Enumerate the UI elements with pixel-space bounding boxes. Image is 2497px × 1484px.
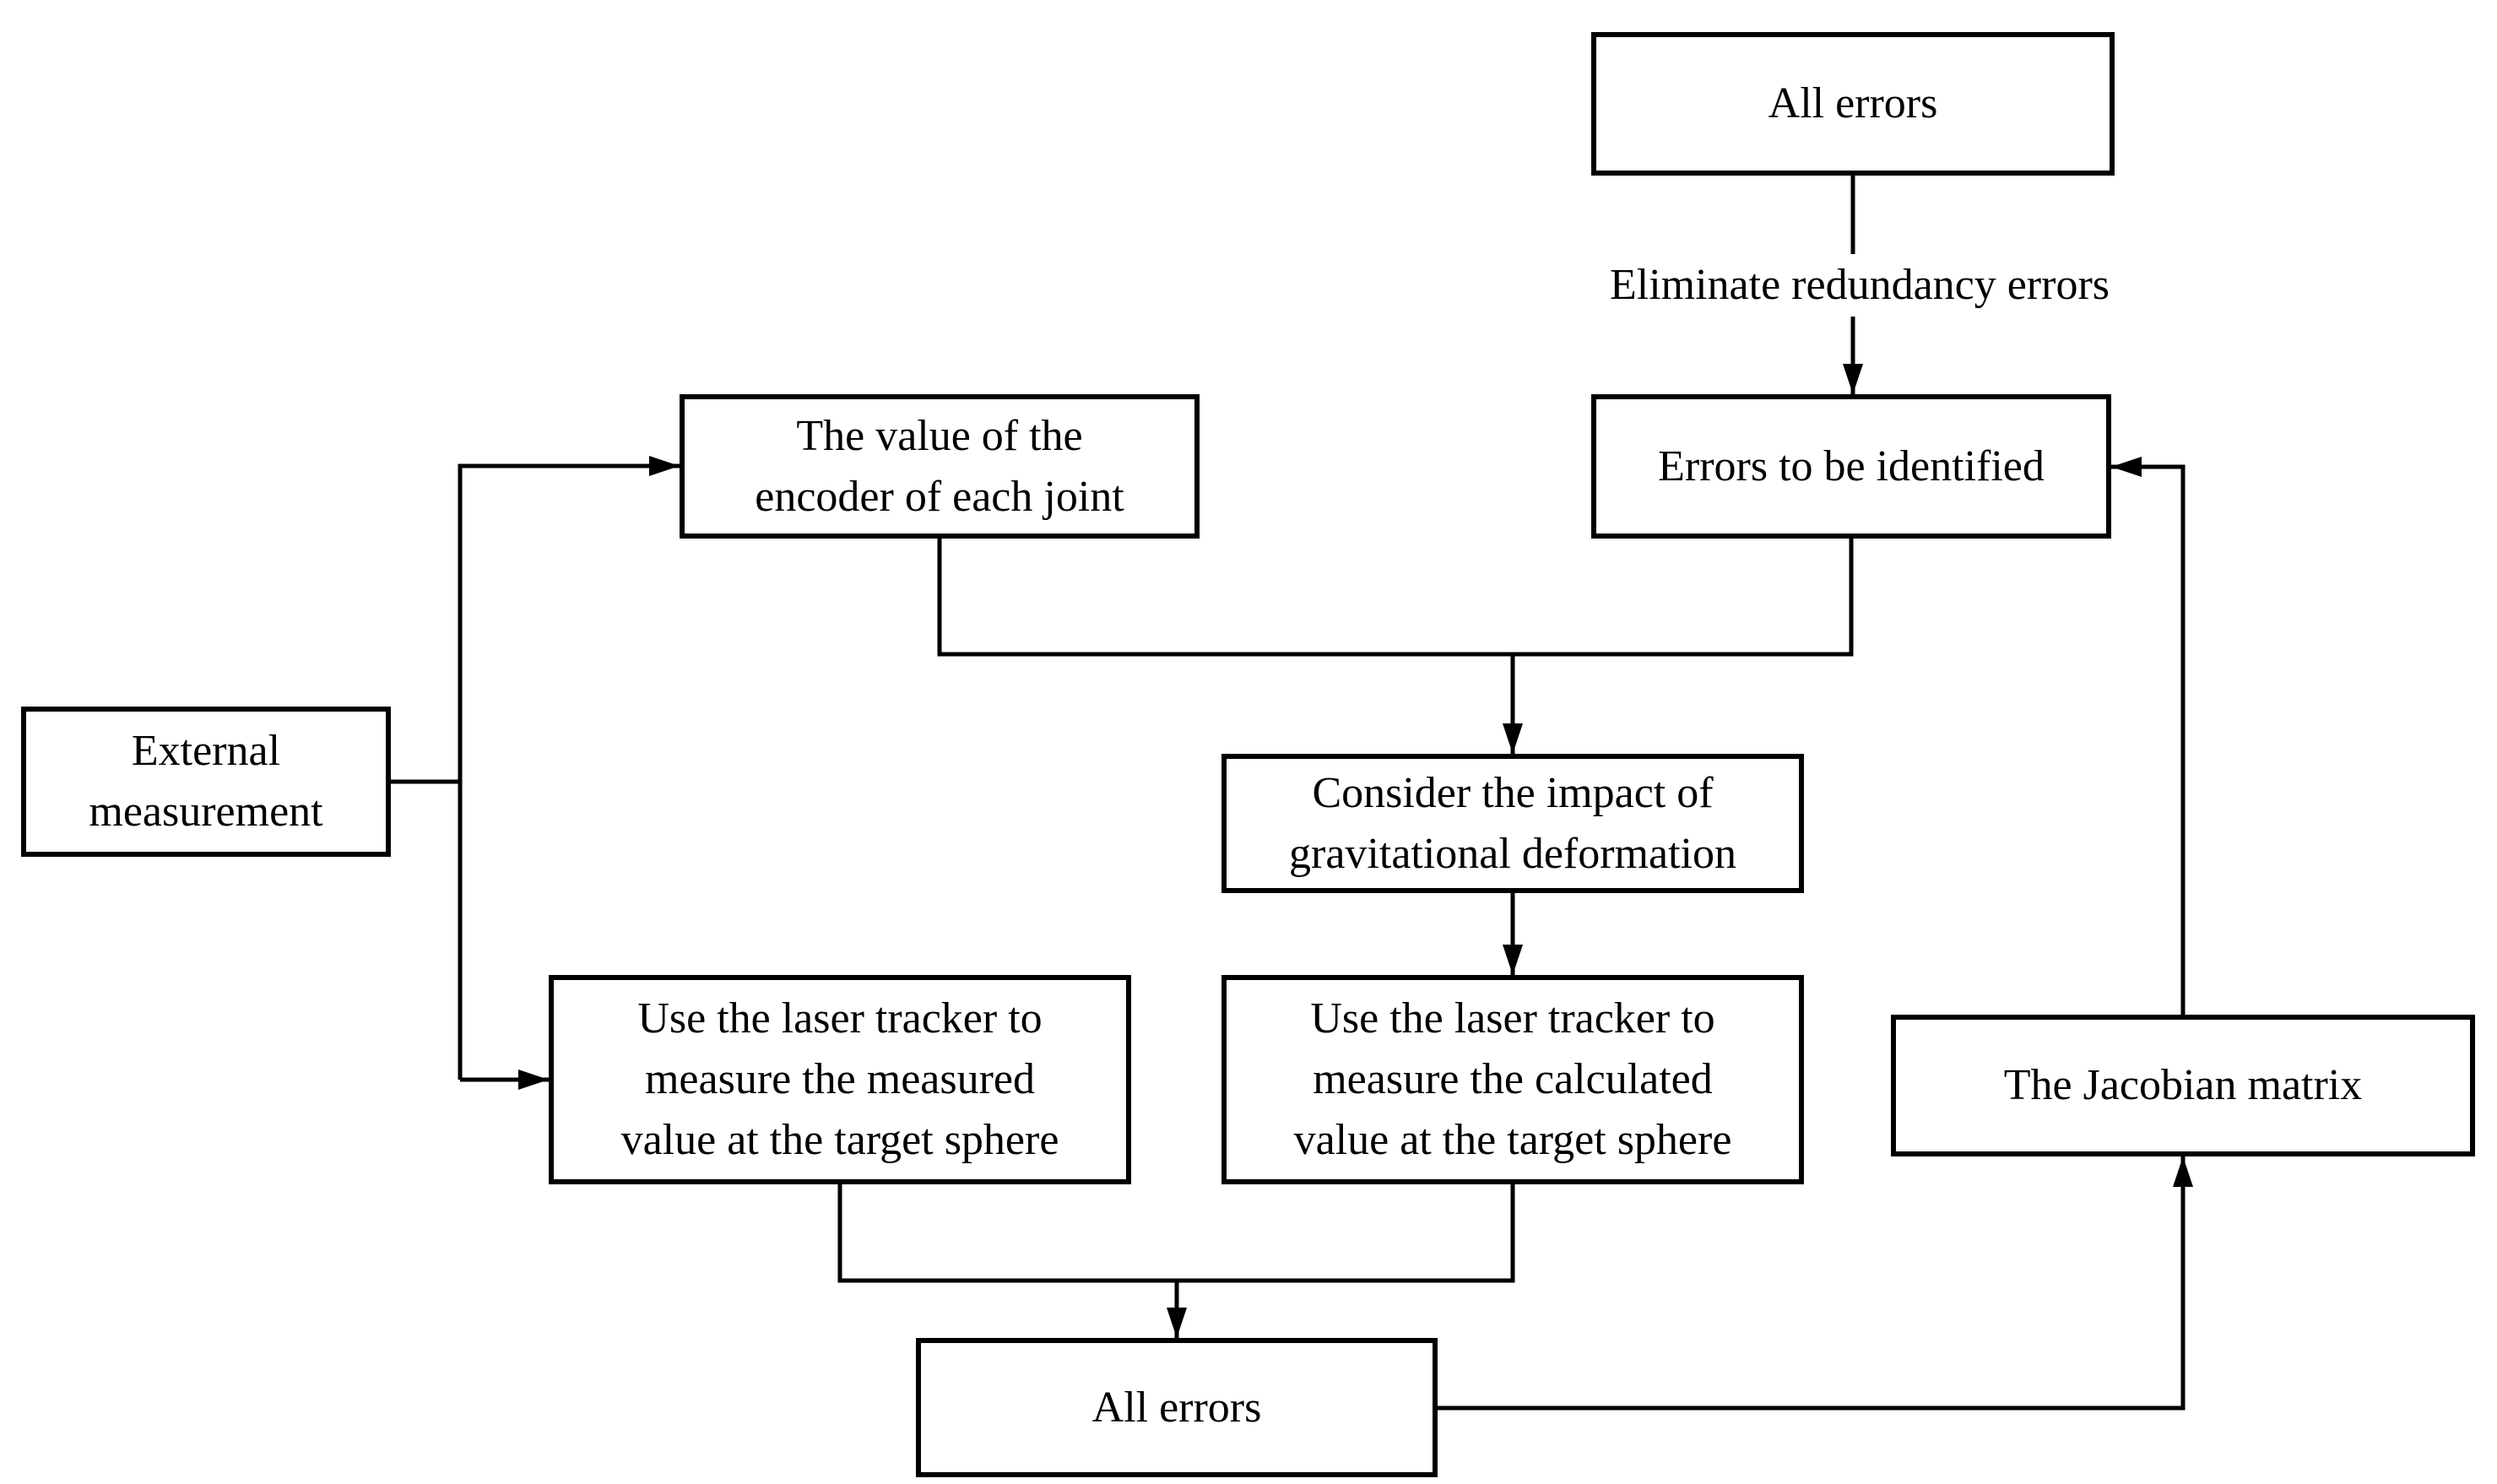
node-all-errors-top: All errors	[1591, 32, 2115, 176]
node-gravitational-deformation: Consider the impact of gravitational def…	[1221, 754, 1804, 893]
connector-laser-boxes-merge	[837, 1184, 1515, 1283]
node-laser-tracker-calculated-value: Use the laser tracker to measure the cal…	[1221, 975, 1804, 1184]
node-encoder-value: The value of the encoder of each joint	[680, 394, 1200, 539]
connector-jacobian-to-identified	[2111, 457, 2186, 1015]
connector-encoder-identified-merge	[937, 539, 1854, 657]
connector-allerrors-to-jacobian	[1438, 1156, 2193, 1411]
edge-label-eliminate-redundancy-errors: Eliminate redundancy errors	[1598, 254, 2121, 317]
node-jacobian-matrix: The Jacobian matrix	[1891, 1015, 2475, 1156]
connector-external-to-encoder	[458, 456, 680, 1080]
node-laser-tracker-measured-value: Use the laser tracker to measure the mea…	[549, 975, 1131, 1184]
node-all-errors-bottom: All errors	[916, 1338, 1438, 1477]
node-errors-to-be-identified: Errors to be identified	[1591, 394, 2111, 539]
node-external-measurement: External measurement	[21, 707, 391, 857]
